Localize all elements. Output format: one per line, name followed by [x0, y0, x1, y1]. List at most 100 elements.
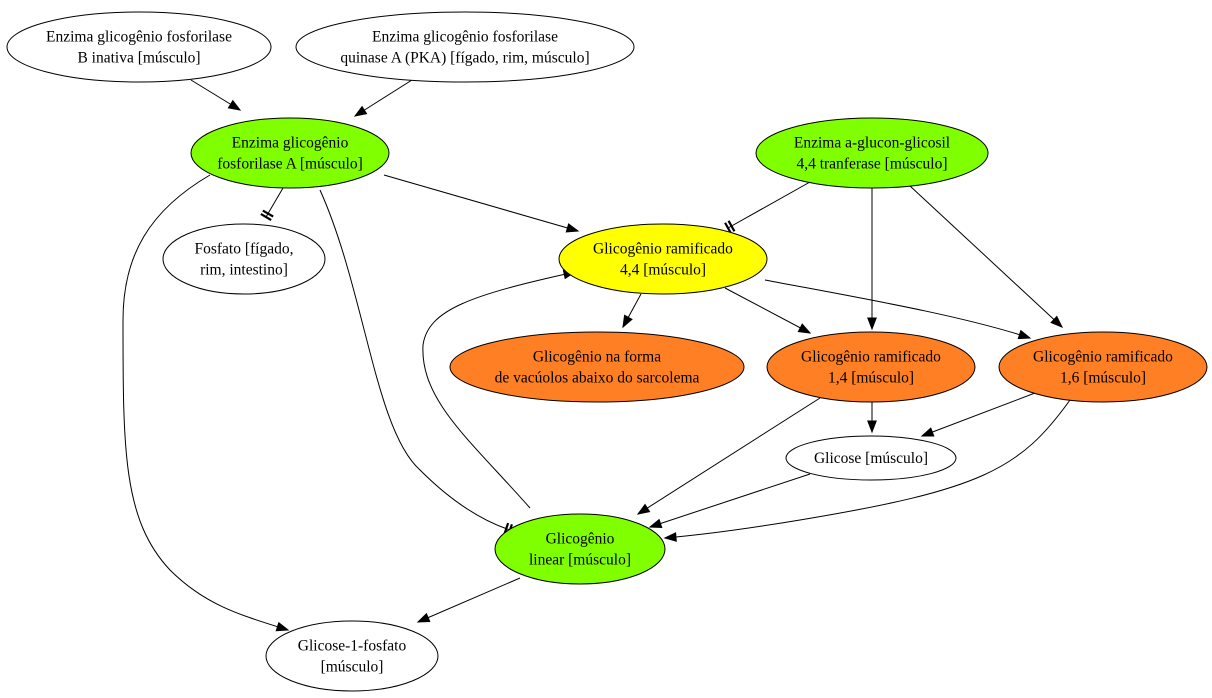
node-n6: Glicogênio ramificado 4,4 [músculo]	[558, 223, 768, 295]
node-n9: Glicogênio ramificado 1,6 [músculo]	[998, 331, 1208, 403]
edge-n9-n11-activation	[663, 399, 1071, 542]
edge-n6-n9-activation	[764, 279, 1032, 340]
edge-n9-n10-activation	[920, 392, 1036, 437]
inhibition-bar	[724, 222, 732, 234]
arrowhead	[636, 503, 651, 515]
node-ellipse	[755, 117, 989, 189]
node-ellipse	[265, 620, 439, 692]
edge-n3-n12-activation	[122, 174, 290, 632]
edge-n3-n6-activation	[383, 174, 580, 233]
node-label: fosforilase A [músculo]	[217, 156, 363, 173]
node-label: 4,4 [músculo]	[620, 262, 706, 279]
edge-line	[122, 174, 289, 631]
edge-line	[764, 279, 1031, 339]
arrowhead	[797, 323, 812, 334]
node-ellipse	[766, 331, 976, 403]
edge-line	[909, 185, 1063, 328]
arrowhead	[416, 612, 431, 623]
arrowhead	[920, 427, 935, 437]
inhibition-bar	[727, 220, 736, 232]
node-label: Enzima glicogênio	[232, 135, 349, 152]
node-label: Enzima a-glucon-glicosil	[794, 135, 950, 152]
node-n5: Fosfato [fígado, rim, intestino]	[162, 223, 326, 295]
node-label: Glicogênio ramificado	[1033, 349, 1173, 366]
edge-line	[417, 577, 521, 623]
edge-n1-n3-activation	[190, 79, 242, 111]
edge-n8-n11-activation	[636, 397, 821, 515]
edge-line	[319, 189, 511, 531]
edge-n11-n12-activation	[416, 577, 521, 623]
node-n11: Glicogênio linear [músculo]	[494, 513, 666, 585]
arrowhead	[1050, 315, 1064, 328]
edge-n6-n7-activation	[622, 293, 642, 329]
node-label: B inativa [músculo]	[77, 50, 200, 67]
edge-n10-n11-activation	[648, 473, 811, 529]
edge-line	[637, 397, 821, 515]
inhibition-bar	[260, 213, 272, 221]
nodes-layer: Enzima glicogênio fosforilase B inativa […	[6, 11, 1208, 692]
node-label: Glicogênio	[546, 531, 615, 548]
node-label: de vacúolos abaixo do sarcolema	[495, 370, 700, 387]
node-label: 1,6 [músculo]	[1060, 370, 1146, 387]
node-n4: Enzima a-glucon-glicosil 4,4 tranferase […	[755, 117, 989, 189]
node-ellipse	[494, 513, 666, 585]
node-n12: Glicose-1-fosfato [músculo]	[265, 620, 439, 692]
edge-n4-n6-inhibition	[724, 181, 811, 234]
edge-n4-n9-activation	[909, 185, 1064, 328]
node-ellipse	[558, 223, 768, 295]
node-ellipse	[785, 435, 957, 481]
edge-line	[422, 271, 576, 509]
inhibition-bar	[262, 209, 274, 218]
node-ellipse	[6, 11, 272, 83]
node-n8: Glicogênio ramificado 1,4 [músculo]	[766, 331, 976, 403]
node-ellipse	[449, 331, 745, 403]
edge-line	[727, 181, 811, 229]
arrowhead	[867, 317, 877, 331]
node-label: Glicose [músculo]	[814, 450, 928, 467]
arrowhead	[275, 621, 290, 632]
node-label: Glicogênio na forma	[533, 349, 661, 366]
node-n1: Enzima glicogênio fosforilase B inativa […	[6, 11, 272, 83]
node-label: rim, intestino]	[200, 262, 288, 279]
node-label: 1,4 [músculo]	[828, 370, 914, 387]
arrowhead	[1017, 329, 1032, 340]
node-label: [músculo]	[321, 659, 384, 676]
edge-n8-n10-activation	[867, 402, 877, 434]
edge-line	[649, 473, 811, 528]
edge-line	[383, 174, 579, 232]
edge-n2-n3-activation	[353, 79, 413, 117]
node-ellipse	[162, 223, 326, 295]
node-ellipse	[190, 117, 390, 189]
edge-n4-n8-activation	[867, 188, 877, 331]
node-n2: Enzima glicogênio fosforilase quinase A (…	[295, 11, 635, 83]
edge-line	[664, 399, 1071, 539]
node-label: Glicogênio ramificado	[593, 241, 733, 258]
node-n3: Enzima glicogênio fosforilase A [músculo]	[190, 117, 390, 189]
node-label: Enzima glicogênio fosforilase	[46, 29, 232, 46]
arrowhead	[353, 105, 368, 117]
node-label: linear [músculo]	[529, 552, 631, 569]
arrowhead	[227, 99, 242, 111]
node-n10: Glicose [músculo]	[785, 435, 957, 481]
node-n7: Glicogênio na forma de vacúolos abaixo do…	[449, 331, 745, 403]
node-label: 4,4 tranferase [músculo]	[796, 156, 947, 173]
edge-line	[265, 187, 284, 218]
node-label: quinase A (PKA) [fígado, rim, músculo]	[340, 50, 589, 67]
node-ellipse	[295, 11, 635, 83]
arrowhead	[565, 223, 580, 233]
arrowhead	[648, 518, 663, 529]
edge-n6-n8-activation	[724, 287, 812, 334]
node-label: Enzima glicogênio fosforilase	[372, 29, 558, 46]
arrowhead	[622, 314, 633, 329]
node-label: Fosfato [fígado,	[194, 241, 293, 258]
node-label: Glicogênio ramificado	[801, 349, 941, 366]
arrowhead	[867, 420, 877, 434]
node-label: Glicose-1-fosfato	[298, 638, 407, 655]
edges-layer	[122, 79, 1071, 632]
node-ellipse	[998, 331, 1208, 403]
arrowhead	[663, 532, 677, 542]
edge-line	[921, 392, 1036, 437]
edge-line	[724, 287, 811, 334]
edge-n3-n5-inhibition	[260, 187, 284, 221]
